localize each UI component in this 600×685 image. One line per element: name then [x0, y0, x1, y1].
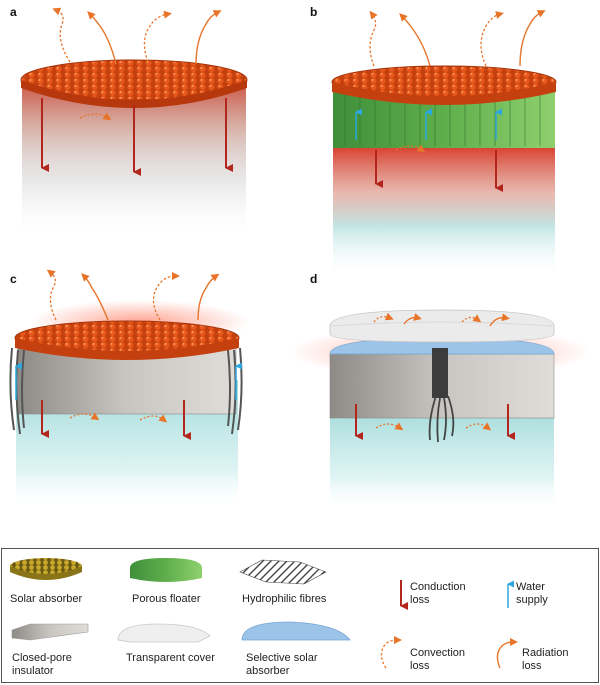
- water-column-d: [330, 400, 554, 510]
- legend-label-radiation-2: loss: [522, 660, 542, 672]
- convection-arrow-b2: [480, 11, 504, 67]
- legend-label-solar-absorber: Solar absorber: [10, 593, 82, 605]
- absorber-rim-a: [21, 80, 247, 108]
- radiation-arrow-a1: [87, 11, 117, 65]
- radiation-arrow-b1: [399, 13, 431, 67]
- panel-label-c: c: [10, 272, 17, 286]
- legend-label-water-2: supply: [516, 594, 548, 606]
- legend-closed-pore-insulator: Closed-pore insulator: [11, 623, 89, 677]
- water-column-b: [333, 148, 555, 278]
- radiation-arrow-swatch: [496, 638, 518, 669]
- convection-arrow-a2: [143, 10, 172, 63]
- legend-label-convection-1: Convection: [410, 647, 465, 659]
- legend-label-insulator-2: insulator: [12, 665, 54, 677]
- legend-label-conduction-1: Conduction: [410, 581, 466, 593]
- convection-arrow-swatch: [380, 636, 402, 669]
- convection-arrow-d-inner1: [375, 422, 404, 431]
- legend-label-water-1: Water: [516, 581, 545, 593]
- radiation-arrow-d1: [403, 313, 422, 325]
- legend-label-transparent-cover: Transparent cover: [126, 652, 215, 664]
- legend-label-radiation-1: Radiation: [522, 647, 568, 659]
- legend-label-selective-1: Selective solar: [246, 652, 318, 664]
- panel-label-a: a: [10, 5, 17, 19]
- panel-label-b: b: [310, 5, 317, 19]
- legend-label-selective-2: absorber: [246, 665, 290, 677]
- convection-arrow-d-inner2: [465, 422, 492, 431]
- legend-porous-floater: Porous floater: [130, 558, 202, 605]
- selective-solar-absorber-swatch: [241, 621, 351, 641]
- legend-label-insulator-1: Closed-pore: [12, 652, 72, 664]
- legend-radiation-loss: Radiation loss: [496, 638, 568, 672]
- radiation-arrow-a2: [195, 10, 222, 65]
- radiation-arrow-c2: [197, 273, 220, 321]
- legend: Solar absorber Porous floater Hydrophili…: [1, 548, 599, 683]
- convection-arrow-b1: [369, 10, 378, 67]
- convection-arrow-b-inner: [395, 144, 426, 153]
- hydrophilic-fibres-swatch: [239, 559, 327, 585]
- cover-top-edge-d: [331, 321, 553, 327]
- convection-arrow-c1: [46, 269, 57, 321]
- convection-arrow-c-inner1: [69, 412, 100, 421]
- legend-label-conduction-2: loss: [410, 594, 430, 606]
- legend-transparent-cover: Transparent cover: [117, 623, 215, 664]
- solar-absorber-swatch: [10, 558, 82, 574]
- closed-pore-insulator-swatch: [11, 623, 89, 641]
- transparent-cover-d: [329, 309, 555, 343]
- porous-floater-swatch: [130, 558, 202, 582]
- legend-label-convection-2: loss: [410, 660, 430, 672]
- legend-label-hydrophilic-fibres: Hydrophilic fibres: [242, 593, 327, 605]
- legend-hydrophilic-fibres: Hydrophilic fibres: [239, 559, 327, 605]
- radiation-arrow-c1: [81, 273, 109, 321]
- panel-b: b: [310, 5, 557, 278]
- convection-arrow-c-inner2: [139, 414, 168, 423]
- convection-arrow-d1: [373, 312, 394, 323]
- absorber-rim-c: [15, 338, 239, 360]
- convection-arrow-c2: [152, 272, 180, 321]
- panel-d: d: [290, 272, 590, 510]
- legend-convection-loss: Convection loss: [380, 636, 465, 672]
- legend-solar-absorber: Solar absorber: [10, 558, 82, 605]
- convection-arrow-a1: [52, 7, 71, 63]
- radiation-arrow-d2: [489, 313, 510, 327]
- absorber-rim-b: [332, 82, 556, 105]
- transparent-cover-swatch: [117, 623, 211, 643]
- panel-label-d: d: [310, 272, 317, 286]
- legend-water-supply: Water supply: [507, 580, 548, 608]
- convection-arrow-d2: [461, 314, 482, 323]
- panel-c: c: [9, 269, 250, 510]
- panel-a: a: [10, 5, 248, 240]
- legend-conduction-loss: Conduction loss: [400, 580, 466, 610]
- legend-label-porous-floater: Porous floater: [132, 593, 201, 605]
- legend-selective-solar-absorber: Selective solar absorber: [241, 621, 351, 677]
- hydrophilic-fibres-d: [428, 348, 455, 443]
- radiation-arrow-b2: [519, 10, 546, 67]
